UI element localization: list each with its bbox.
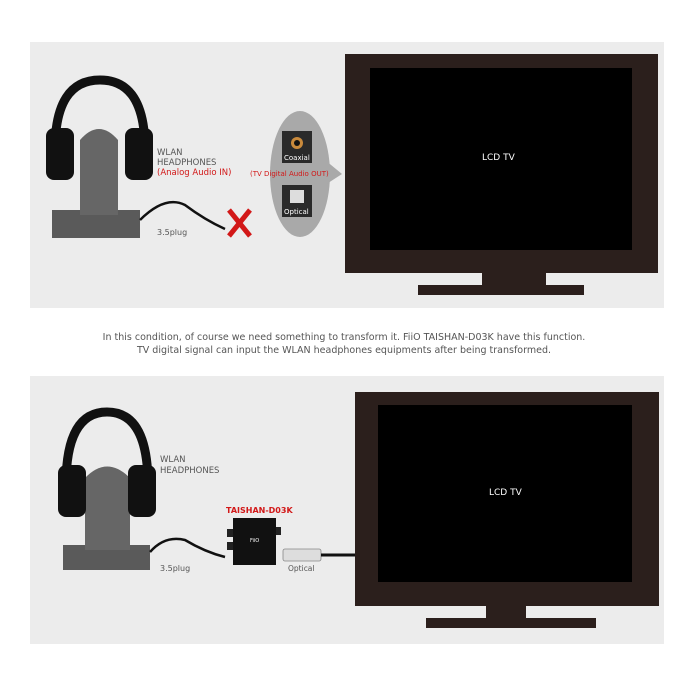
optical-port-icon: [290, 190, 304, 203]
optical-label-bottom: Optical: [288, 564, 315, 573]
headphones-icon-top: [46, 75, 153, 180]
headphones-stand-top: [52, 129, 140, 238]
headphones-label-line2: HEADPHONES: [157, 158, 217, 168]
lcd-tv-top: [345, 54, 658, 295]
plug-label-bottom: 3.5plug: [160, 564, 191, 573]
headphones-icon-bottom: [58, 407, 156, 517]
headphones-label-line2-bottom: HEADPHONES: [160, 466, 220, 476]
coaxial-label: Coaxial: [284, 154, 310, 162]
cable-bottom: [149, 537, 226, 559]
headphones-stand-bottom: [63, 466, 150, 570]
tv-label-top: LCD TV: [482, 153, 515, 163]
device-label: TAISHAN-D03K: [226, 506, 293, 515]
caption-line1: In this condition, of course we need som…: [102, 332, 586, 343]
plug-label-top: 3.5plug: [157, 228, 188, 237]
optical-cable: [282, 548, 356, 562]
red-x-icon: [227, 208, 252, 238]
cable-top: [139, 200, 226, 231]
tv-digital-out-label: (TV Digital Audio OUT): [250, 170, 329, 178]
taishan-d03k-device: [227, 518, 281, 565]
lcd-tv-bottom: [355, 392, 659, 628]
optical-label-top: Optical: [284, 208, 309, 216]
tv-label-bottom: LCD TV: [489, 488, 522, 498]
headphones-label-line1: WLAN: [157, 148, 183, 158]
headphones-label-line1-bottom: WLAN: [160, 455, 186, 465]
device-logo: FiiO: [250, 538, 260, 544]
tv-ports-callout: [270, 111, 342, 237]
analog-audio-label: (Analog Audio IN): [157, 168, 232, 178]
caption: In this condition, of course we need som…: [0, 331, 688, 357]
caption-line2: TV digital signal can input the WLAN hea…: [136, 345, 551, 356]
